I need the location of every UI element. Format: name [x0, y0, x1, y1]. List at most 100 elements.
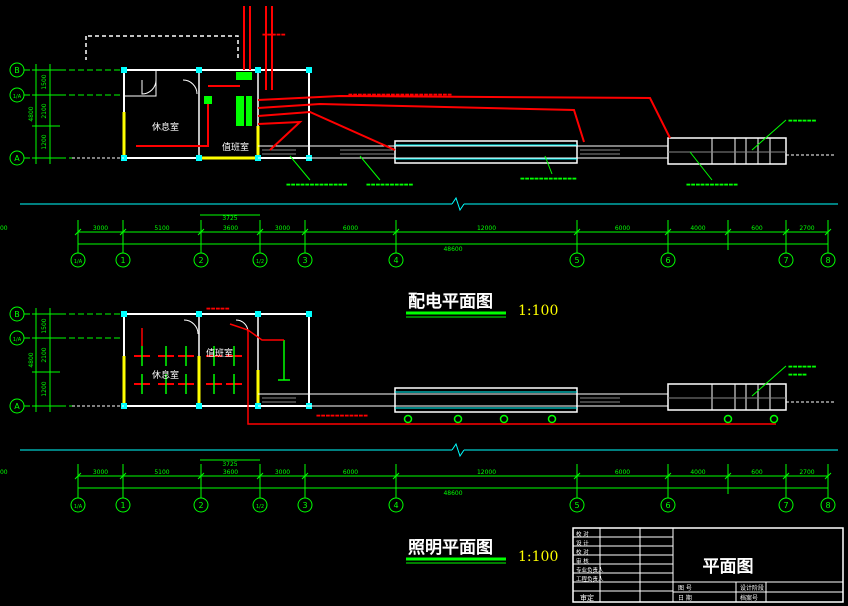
power-plan-scale: 1:100: [518, 303, 558, 319]
top-axis-bubble: [70, 252, 86, 268]
bottom-dim-segment: 6000: [343, 469, 358, 476]
bottom-dim-slash: [301, 472, 309, 480]
bottom-dim-segment: 3000: [93, 469, 108, 476]
power-plan-title: 配电平面图: [408, 291, 493, 312]
top-vdim-total: 4800: [28, 106, 35, 121]
power-room-label-duty: 值班室: [222, 141, 249, 153]
top-axis-label: 8: [825, 256, 830, 265]
bottom-axis-bubble: [569, 497, 585, 513]
top-axis-label: 6: [665, 256, 670, 265]
bottom-axis-label: 5: [574, 501, 579, 510]
lighting-plan: ▬▬▬▬▬▬▬▬▬▬▬ ▬▬▬▬▬ ▬▬▬▬▬▬ ▬▬▬▬ 休息室 值班室 B …: [0, 306, 838, 565]
tb-cell-date: 日 期: [678, 594, 692, 602]
top-axis-label: 1: [120, 256, 125, 265]
top-dim-segment: 5100: [154, 225, 169, 232]
top-axis-bubble: [820, 252, 836, 268]
svg-text:▬▬▬▬▬: ▬▬▬▬▬: [262, 32, 286, 38]
top-axis-label: 1/2: [256, 259, 264, 265]
top-axis-label: 4: [393, 256, 398, 265]
bottom-dim-slash: [724, 472, 732, 480]
bottom-dim-slash: [119, 472, 127, 480]
bottom-axis-label: 1/2: [256, 504, 264, 510]
top-axis-label: 5: [574, 256, 579, 265]
title-block: 校 对 设 计 校 对 审 核 专业负责人 工程负责人 审定 平面图 图 号 日…: [572, 527, 844, 603]
lighting-room-label-rest: 休息室: [152, 369, 179, 381]
bottom-axis-label: 7: [783, 501, 788, 510]
power-room-label-rest: 休息室: [152, 121, 179, 133]
svg-text:▬▬▬▬▬▬▬▬▬▬: ▬▬▬▬▬▬▬▬▬▬: [366, 182, 414, 188]
bottom-dim-slash: [782, 472, 790, 480]
tb-row-label-4: 专业负责人: [576, 566, 604, 574]
top-dim-slash: [256, 228, 264, 236]
roadway-light-fixture: [499, 414, 509, 424]
bottom-axis-bubble: [70, 497, 86, 513]
bottom-axis-label: 2: [198, 501, 203, 510]
top-axis-bubble: [297, 252, 313, 268]
top-dim-segment: 3000: [275, 225, 290, 232]
top-dim-slash: [824, 228, 832, 236]
top-dim-slash: [74, 228, 82, 236]
bottom-dim-segment: 12000: [477, 469, 496, 476]
top-axis-label-1A: 1/A: [13, 94, 22, 100]
roadway-light-fixture: [547, 414, 557, 424]
lighting-room-label-duty: 值班室: [206, 347, 233, 359]
roadway-light-fixture: [769, 414, 779, 424]
bottom-axis-label: 1: [120, 501, 125, 510]
tb-drawing-name: 平面图: [703, 557, 754, 577]
bottom-axis-bubble: [388, 497, 404, 513]
bottom-dim-slash: [392, 472, 400, 480]
top-axis-bubble: [115, 252, 131, 268]
top-dim-segment: 3600: [0, 225, 8, 232]
top-dim-slash: [301, 228, 309, 236]
bottom-dim-segment: 6000: [615, 469, 630, 476]
bottom-dim-segment: 600: [751, 469, 763, 476]
bottom-axis-label: 1/A: [74, 504, 83, 510]
top-dim-total: 48600: [443, 246, 462, 253]
top-dim-slash: [724, 228, 732, 236]
bottom-axis-bubble: [778, 497, 794, 513]
bottom-dim-slash: [256, 472, 264, 480]
top-axis-label: 3: [302, 256, 307, 265]
lighting-plan-title: 照明平面图: [408, 538, 493, 558]
top-dim-segment: 3000: [93, 225, 108, 232]
power-distribution-plan: ▬▬▬▬▬▬▬▬▬▬▬▬▬ ▬▬▬▬▬▬▬▬▬▬ ▬▬▬▬▬▬▬▬▬▬▬▬ ▬▬…: [0, 6, 838, 319]
top-axis-bubble: [193, 252, 209, 268]
top-axis-label: 7: [783, 256, 788, 265]
bottom-axis-label-A: A: [14, 402, 20, 411]
top-dim-segment: 4000: [690, 225, 705, 232]
bottom-axis-label-B: B: [14, 310, 20, 319]
bottom-axis-bubble: [660, 497, 676, 513]
top-axis-bubble: [660, 252, 676, 268]
bottom-axis-label: 3: [302, 501, 307, 510]
top-axis-label-B: B: [14, 66, 20, 75]
tb-cell-drawing-no: 图 号: [678, 585, 692, 592]
top-dim-slash: [782, 228, 790, 236]
tb-row-label-0: 校 对: [576, 530, 589, 538]
top-dim-segment: 6000: [343, 225, 358, 232]
top-dim-slash: [392, 228, 400, 236]
bottom-axis-label: 4: [393, 501, 398, 510]
svg-text:▬▬▬▬▬▬▬▬▬▬▬: ▬▬▬▬▬▬▬▬▬▬▬: [316, 413, 368, 419]
tb-approved-label: 审定: [580, 593, 594, 602]
bottom-dim-slash: [664, 472, 672, 480]
svg-text:▬▬▬▬▬▬▬▬▬▬▬▬: ▬▬▬▬▬▬▬▬▬▬▬▬: [520, 176, 577, 182]
top-axis-bubble: [778, 252, 794, 268]
svg-text:▬▬▬▬▬▬▬▬▬▬▬▬▬▬▬▬▬▬▬▬▬▬: ▬▬▬▬▬▬▬▬▬▬▬▬▬▬▬▬▬▬▬▬▬▬: [348, 92, 452, 98]
bottom-dim-slash: [74, 472, 82, 480]
bottom-axis-label: 8: [825, 501, 830, 510]
top-axis-label: 2: [198, 256, 203, 265]
tb-row-label-5: 工程负责人: [576, 575, 604, 583]
bottom-dim-slash: [824, 472, 832, 480]
top-vdim-2100: 2100: [41, 103, 48, 118]
svg-text:▬▬▬▬▬▬: ▬▬▬▬▬▬: [788, 118, 817, 124]
bottom-dim-sub: 3725: [222, 461, 237, 468]
tb-row-label-3: 审 核: [576, 557, 589, 565]
bottom-axis-bubble: [820, 497, 836, 513]
bottom-vdim-1500: 1500: [41, 318, 48, 333]
tb-cell-archive-no: 档案号: [740, 594, 758, 602]
top-dim-segment: 600: [751, 225, 763, 232]
top-axis-label: 1/A: [74, 259, 83, 265]
bottom-dim-segment: 3000: [275, 469, 290, 476]
roadway-light-fixture: [723, 414, 733, 424]
